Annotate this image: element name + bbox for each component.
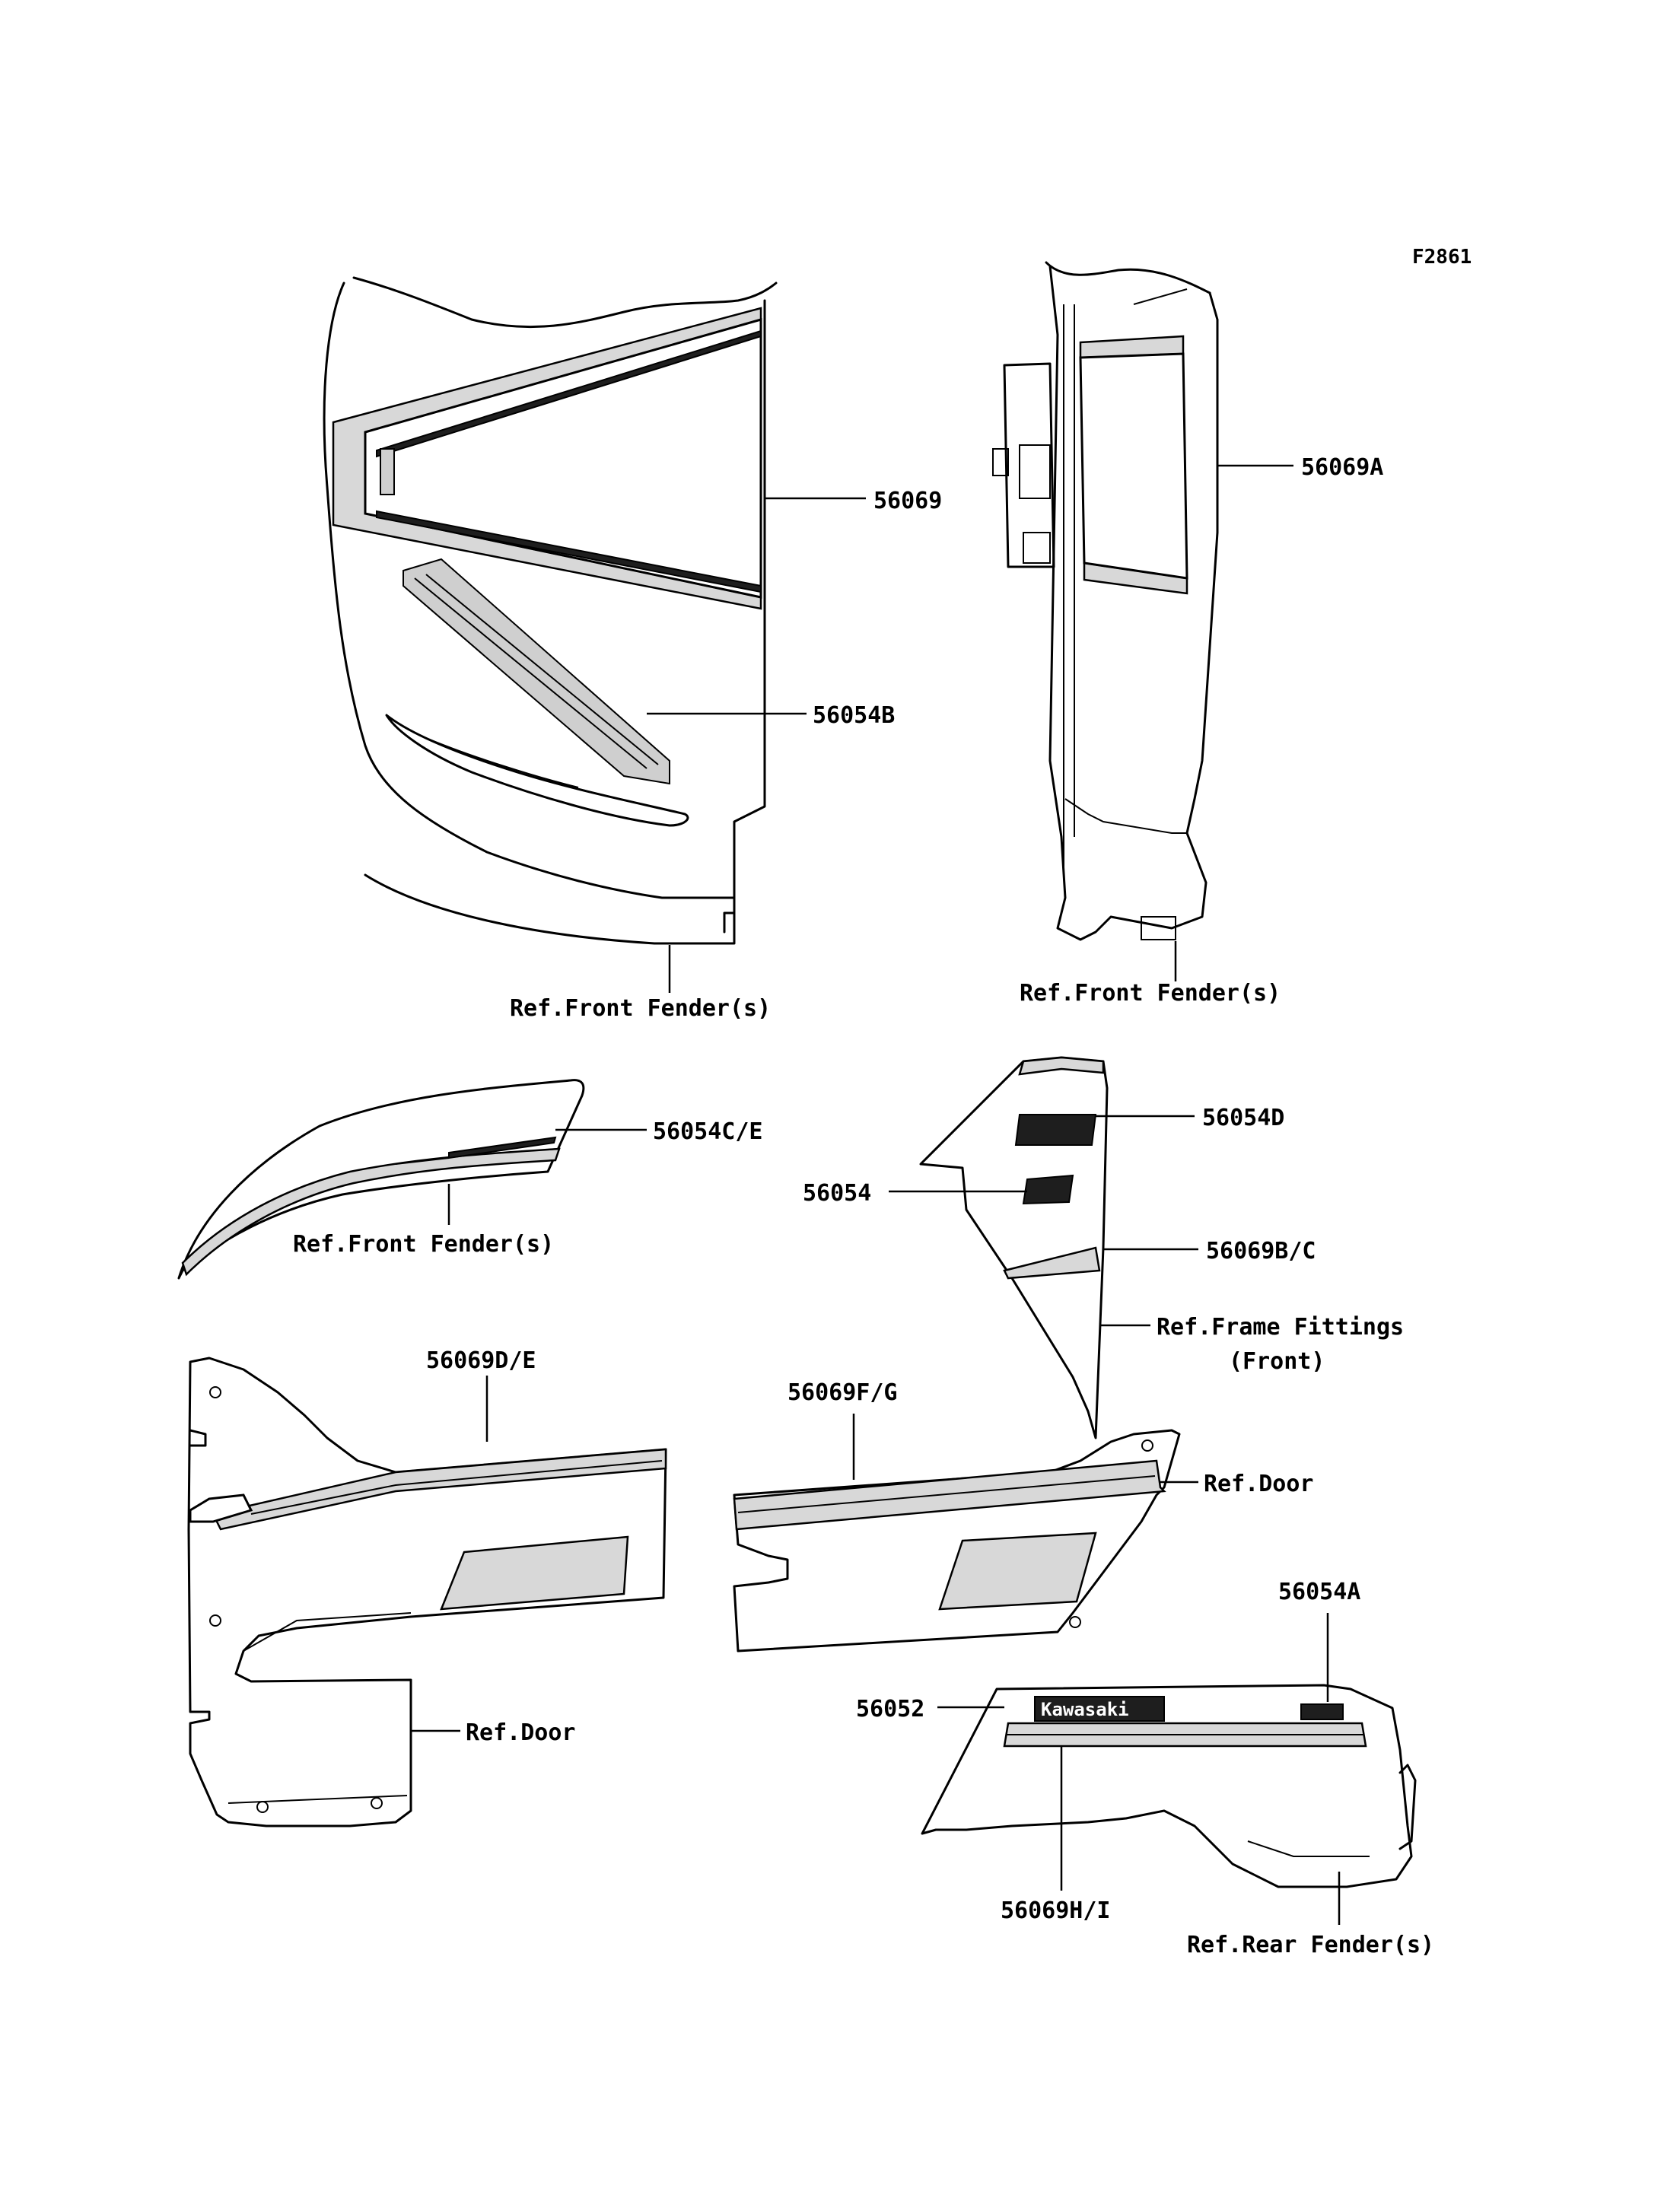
callout-56069DE: 56069D/E — [426, 1347, 536, 1374]
callout-56069A: 56069A — [1301, 454, 1383, 481]
lower-right-panel-part — [733, 1429, 1181, 1652]
kawasaki-k-logo-decal — [380, 448, 395, 495]
ref-frame-fittings: Ref.Frame Fittings — [1157, 1314, 1404, 1341]
eps-decal — [1014, 1114, 1097, 1146]
rear-fender-part: Kawasaki — [921, 1684, 1417, 1888]
fox-decal — [1022, 1174, 1074, 1205]
ref-front-fender-3: Ref.Front Fender(s) — [293, 1231, 554, 1258]
callout-56054D: 56054D — [1202, 1105, 1284, 1131]
lower-left-panel-part — [187, 1357, 667, 1827]
kawasaki-decal-text: Kawasaki — [1041, 1699, 1129, 1720]
ref-front-fender-1: Ref.Front Fender(s) — [510, 995, 771, 1022]
callout-56069BC: 56069B/C — [1206, 1238, 1316, 1264]
figure-code: F2861 — [1412, 246, 1472, 269]
callout-56069HI: 56069H/I — [1001, 1897, 1111, 1924]
frame-fitting-part — [919, 1056, 1109, 1439]
callout-56054A: 56054A — [1278, 1579, 1360, 1605]
hood-part — [323, 276, 778, 945]
side-cowl-part — [992, 261, 1219, 941]
teryx-decal-56054B — [402, 558, 670, 785]
ref-frame-fittings-front: (Front) — [1229, 1348, 1325, 1375]
v-twin-decal — [448, 1136, 557, 1159]
callout-56069FG: 56069F/G — [788, 1379, 898, 1406]
ref-front-fender-2: Ref.Front Fender(s) — [1020, 980, 1281, 1007]
callout-56054CE: 56054C/E — [653, 1118, 763, 1145]
callout-56052: 56052 — [856, 1696, 924, 1722]
ref-door-1: Ref.Door — [466, 1719, 576, 1746]
front-fender-part — [177, 1079, 585, 1280]
callout-56069: 56069 — [873, 488, 942, 514]
kawasaki-decal — [1034, 1696, 1165, 1722]
ref-door-2: Ref.Door — [1204, 1471, 1314, 1497]
callout-56054: 56054 — [803, 1180, 871, 1207]
ref-rear-fender: Ref.Rear Fender(s) — [1187, 1932, 1434, 1958]
callout-56054B: 56054B — [813, 702, 895, 729]
4x4-decal — [1300, 1703, 1344, 1720]
